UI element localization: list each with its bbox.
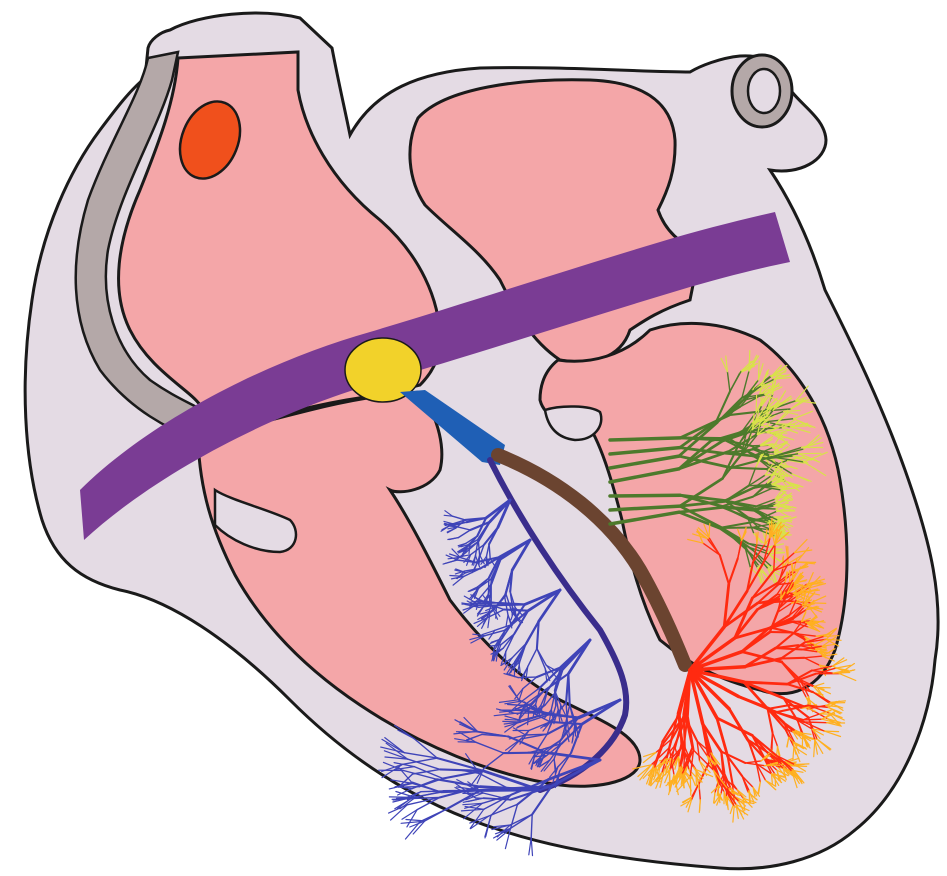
purkinje-fiber [531, 814, 532, 837]
purkinje-fiber [749, 351, 750, 371]
purkinje-fiber [795, 764, 809, 765]
purkinje-fiber [488, 578, 489, 594]
purkinje-fiber [719, 528, 752, 529]
purkinje-fiber [761, 386, 779, 387]
purkinje-fiber [709, 524, 710, 538]
purkinje-fiber [518, 677, 537, 678]
purkinje-fiber [462, 604, 477, 605]
purkinje-fiber [610, 438, 680, 440]
purkinje-fiber [772, 733, 773, 751]
purkinje-fiber [796, 586, 797, 599]
purkinje-fiber [731, 468, 766, 469]
purkinje-fiber [765, 765, 780, 766]
aorta-lumen [748, 69, 780, 113]
purkinje-fiber [406, 822, 421, 839]
purkinje-fiber [824, 636, 839, 637]
purkinje-fiber [568, 674, 569, 705]
purkinje-fiber [756, 395, 757, 412]
purkinje-fiber [503, 721, 521, 722]
purkinje-fiber [389, 805, 408, 813]
purkinje-fiber [490, 579, 491, 595]
purkinje-fiber [392, 799, 411, 800]
purkinje-fiber [776, 648, 802, 649]
purkinje-fiber [776, 424, 795, 425]
purkinje-fiber [420, 809, 446, 821]
purkinje-fiber [690, 777, 691, 796]
purkinje-fiber [469, 545, 470, 553]
purkinje-fiber [781, 658, 804, 659]
purkinje-fiber [458, 742, 476, 743]
purkinje-fiber [411, 798, 439, 799]
purkinje-fiber [767, 433, 787, 434]
purkinje-fiber [804, 722, 827, 723]
purkinje-fiber [700, 800, 701, 811]
purkinje-fiber [610, 495, 680, 496]
purkinje-fiber [781, 591, 782, 600]
purkinje-fiber [803, 719, 822, 720]
